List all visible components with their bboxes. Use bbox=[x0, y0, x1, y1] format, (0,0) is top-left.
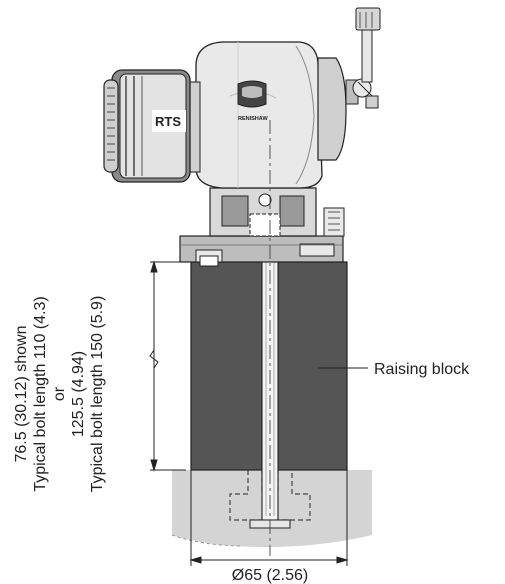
side-screws bbox=[323, 207, 345, 237]
rts-label: RTS bbox=[155, 114, 181, 129]
diameter-dimension bbox=[189, 470, 349, 566]
knurled-cap bbox=[103, 69, 191, 183]
raising-block-left bbox=[190, 261, 263, 471]
brand-label: RENISHAW bbox=[238, 116, 268, 122]
diameter-label: Ø65 (2.56) bbox=[232, 567, 308, 584]
raising-block-right bbox=[277, 261, 348, 471]
height-label-line5: Typical bolt length 150 (5.9) bbox=[89, 296, 106, 493]
height-label-line3: or bbox=[51, 386, 68, 401]
height-label-line4: 125.5 (4.94) bbox=[70, 351, 87, 437]
raising-block-label: Raising block bbox=[374, 361, 470, 378]
height-label-group: 76.5 (30.12) shown Typical bolt length 1… bbox=[13, 296, 106, 493]
mounting-plate bbox=[179, 235, 344, 267]
height-dimension bbox=[149, 260, 186, 472]
probe-body bbox=[185, 41, 323, 189]
height-label-line1: 76.5 (30.12) shown bbox=[13, 326, 30, 463]
height-label-line2: Typical bolt length 110 (4.3) bbox=[32, 296, 49, 491]
stylus-holder bbox=[317, 7, 381, 161]
ground-edge bbox=[171, 534, 241, 547]
